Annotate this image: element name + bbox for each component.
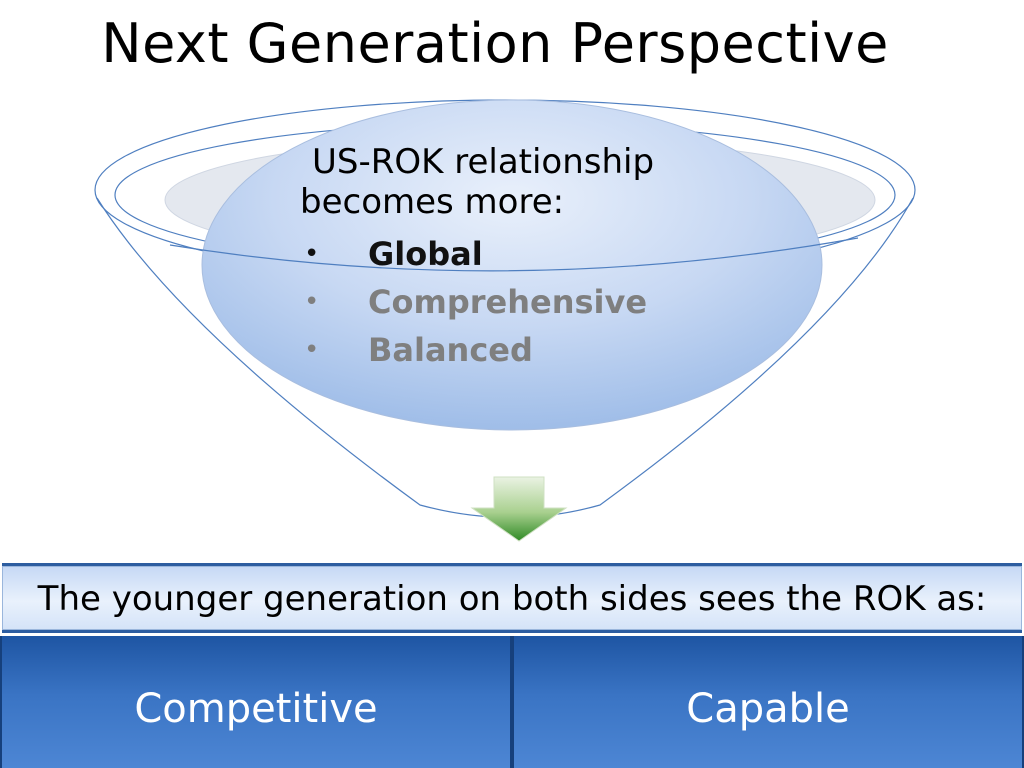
tile-capable: Capable <box>512 636 1024 768</box>
page-title: Next Generation Perspective <box>101 12 889 75</box>
tile-label-competitive: Competitive <box>134 686 378 732</box>
lens-heading-line2: becomes more: <box>300 182 565 222</box>
tile-competitive: Competitive <box>0 636 512 768</box>
bullet-global: Global <box>300 230 730 278</box>
banner-text: The younger generation on both sides see… <box>37 579 987 619</box>
bullet-balanced: Balanced <box>300 326 730 374</box>
banner: The younger generation on both sides see… <box>2 563 1022 633</box>
lens-heading: US-ROK relationship becomes more: <box>300 142 730 222</box>
down-arrow-icon <box>470 476 568 542</box>
tile-label-capable: Capable <box>686 686 850 732</box>
lens-bullet-list: Global Comprehensive Balanced <box>300 230 730 374</box>
lens-heading-line1: US-ROK relationship <box>312 142 655 182</box>
bullet-comprehensive: Comprehensive <box>300 278 730 326</box>
lens-content: US-ROK relationship becomes more: Global… <box>300 142 730 374</box>
